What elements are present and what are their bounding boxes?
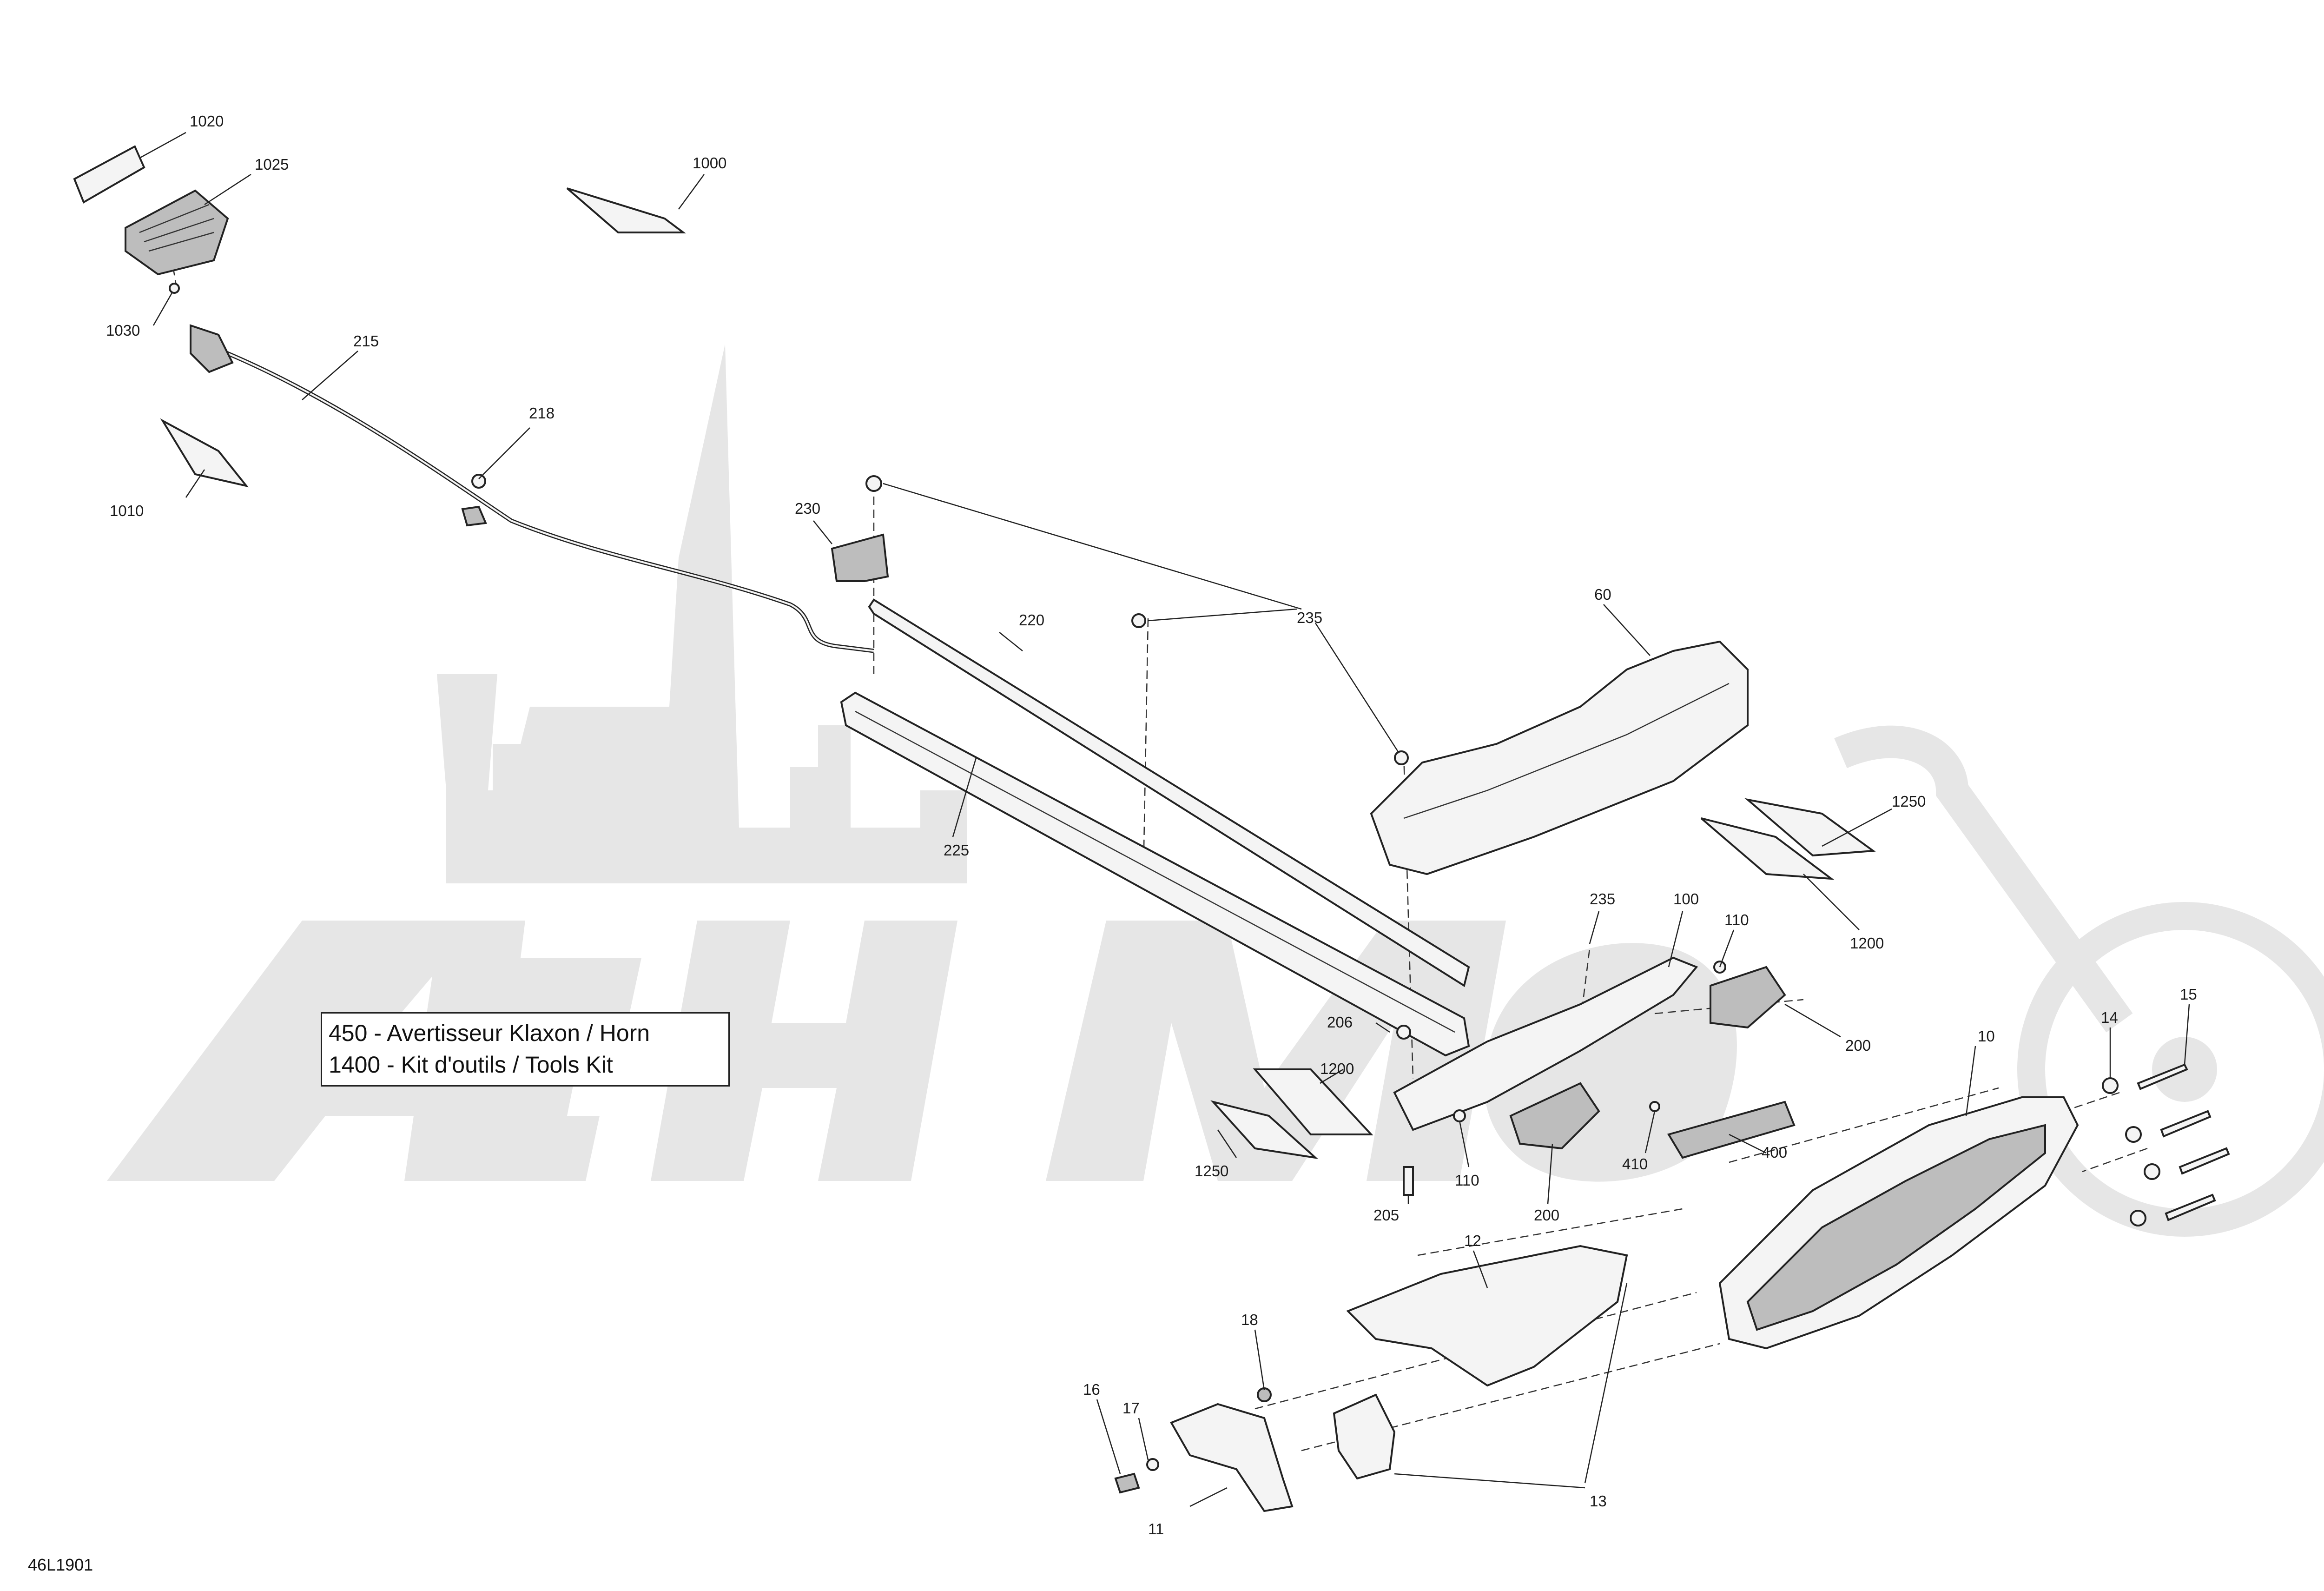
part-1020-pad — [73, 145, 145, 204]
assembly-line-235 — [1142, 618, 1149, 875]
part-1025-ribs — [139, 204, 214, 252]
callout-110-left: 110 — [1455, 1172, 1479, 1189]
part-235-screw-top — [865, 475, 882, 492]
callout-15: 15 — [2180, 986, 2197, 1003]
reference-code: 46L1901 — [28, 1555, 93, 1574]
part-1000-decal — [566, 187, 686, 233]
callout-100: 100 — [1673, 890, 1699, 908]
callout-10: 10 — [1978, 1028, 1995, 1045]
parts — [73, 145, 2230, 1512]
callout-1020: 1020 — [190, 113, 224, 130]
callout-205: 205 — [1373, 1207, 1399, 1224]
callout-16: 16 — [1083, 1381, 1100, 1398]
part-60-ridge — [1403, 683, 1730, 819]
assembly-line-12 — [1417, 1208, 1683, 1256]
callout-18: 18 — [1241, 1311, 1258, 1328]
part-220-rail — [868, 598, 1470, 988]
part-1250-lens-left — [1210, 1100, 1319, 1159]
callout-14: 14 — [2101, 1009, 2118, 1026]
callout-410: 410 — [1622, 1155, 1648, 1173]
callout-17: 17 — [1122, 1399, 1140, 1417]
callout-1200-right: 1200 — [1850, 935, 1884, 952]
callout-400: 400 — [1762, 1144, 1787, 1161]
part-206-nut — [1396, 1025, 1411, 1040]
callout-1010: 1010 — [110, 502, 144, 519]
callout-230: 230 — [795, 500, 820, 517]
callout-200-left: 200 — [1534, 1207, 1559, 1224]
watermark-fork — [1834, 725, 2133, 1033]
callout-1200-left: 1200 — [1320, 1060, 1354, 1077]
callout-1000: 1000 — [693, 154, 726, 172]
assembly-line-14-b — [2082, 1147, 2148, 1173]
callout-12: 12 — [1464, 1232, 1481, 1249]
callout-1250-right: 1250 — [1892, 793, 1926, 810]
leader-lines — [139, 132, 2190, 1507]
watermark-letter-a — [107, 921, 525, 1181]
part-11-bracket — [1170, 1403, 1294, 1512]
assembly-line-400 — [1729, 1087, 1999, 1163]
part-230-bracket — [831, 533, 889, 582]
part-16-bolt — [1114, 1472, 1140, 1494]
callout-200-right: 200 — [1845, 1037, 1871, 1054]
legend-line-horn: 450 - Avertisseur Klaxon / Horn — [329, 1020, 650, 1046]
watermark-tower — [437, 674, 497, 790]
part-1025-reflector — [125, 189, 229, 276]
part-225-rail — [840, 691, 1470, 1057]
part-205-bolt — [1403, 1166, 1414, 1196]
callout-215: 215 — [353, 332, 379, 350]
part-18-nut — [1257, 1387, 1272, 1402]
part-14-15-screws — [2102, 1063, 2230, 1226]
callout-235-top: 235 — [1297, 609, 1322, 626]
legend-line-tools-kit: 1400 - Kit d'outils / Tools Kit — [329, 1052, 613, 1078]
part-1200-gasket-right — [1700, 817, 1835, 880]
part-215-cable-inner — [204, 343, 874, 652]
part-410-clip — [1649, 1101, 1660, 1112]
watermark-wheel — [2017, 902, 2324, 1237]
part-17-washer — [1146, 1458, 1159, 1471]
callout-1030: 1030 — [106, 322, 140, 339]
callout-1025: 1025 — [255, 156, 289, 173]
part-12-bracket — [1346, 1245, 1628, 1387]
part-200-light-right — [1710, 966, 1786, 1029]
callout-13: 13 — [1590, 1492, 1607, 1510]
part-215-connector — [190, 324, 234, 373]
callout-11: 11 — [1148, 1520, 1164, 1538]
part-218-clip-top — [471, 474, 486, 489]
part-1250-lens-right — [1744, 798, 1876, 857]
part-218-clip — [461, 505, 487, 527]
part-1010-decal — [160, 418, 249, 488]
part-13-bracket — [1333, 1393, 1396, 1480]
callout-labels: 1020 1025 1030 1000 1010 215 218 230 220… — [106, 113, 2197, 1538]
legend-box: 450 - Avertisseur Klaxon / Horn 1400 - K… — [321, 1012, 730, 1087]
part-235-screw-cover — [1394, 750, 1409, 765]
callout-1250-left: 1250 — [1195, 1162, 1228, 1180]
part-200-light-left — [1509, 1082, 1600, 1150]
part-100-bracket — [1393, 956, 1698, 1131]
callout-110-right: 110 — [1724, 911, 1749, 928]
watermark-skyline — [446, 344, 967, 883]
callout-60: 60 — [1594, 586, 1611, 603]
callout-225: 225 — [944, 842, 969, 859]
part-225-groove — [855, 710, 1455, 1033]
callout-206: 206 — [1327, 1014, 1353, 1031]
assembly-line-14-a — [2063, 1092, 2120, 1112]
part-1030-screw — [169, 283, 180, 294]
callout-218: 218 — [529, 404, 555, 422]
part-400-strip — [1667, 1100, 1796, 1159]
callout-220: 220 — [1019, 611, 1044, 629]
watermark-letter-h — [651, 921, 957, 1181]
part-10-mesh — [1746, 1124, 2046, 1331]
part-1200-gasket-left — [1253, 1068, 1373, 1135]
callout-235-mid: 235 — [1590, 890, 1615, 908]
part-110-nut-left — [1453, 1109, 1466, 1122]
assembly-line-200a — [1654, 999, 1804, 1014]
part-60-cover — [1370, 640, 1749, 875]
watermark — [107, 344, 2324, 1237]
part-235-screw-mid — [1131, 613, 1146, 628]
